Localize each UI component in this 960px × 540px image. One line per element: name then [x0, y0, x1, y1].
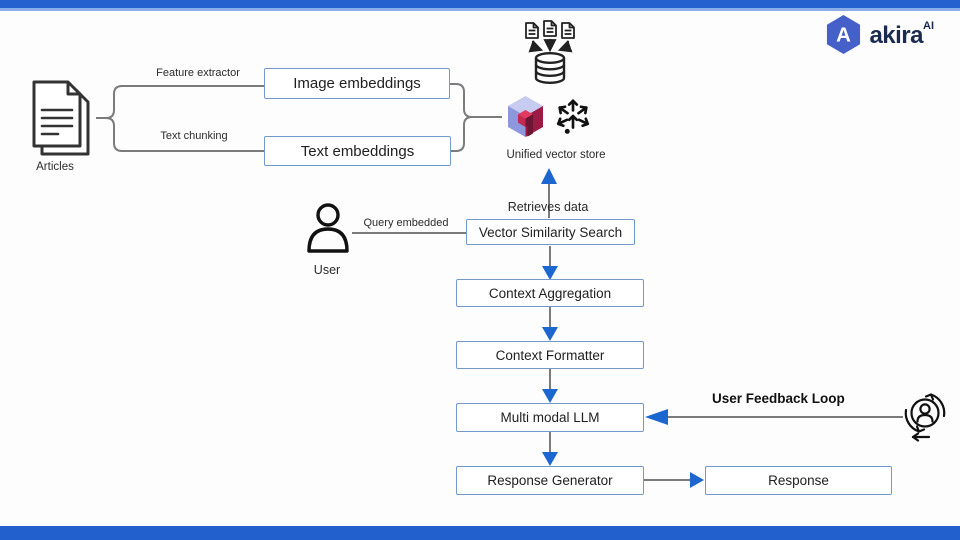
retrieves-data-label: Retrieves data: [507, 200, 589, 214]
feature-extractor-label: Feature extractor: [156, 67, 240, 79]
text-embeddings-box: Text embeddings: [264, 136, 451, 166]
text-chunking-label: Text chunking: [160, 130, 228, 142]
documents-to-database-icon: [525, 20, 575, 84]
logo-suffix: AI: [923, 20, 934, 32]
top-frame-bar-light: [0, 8, 960, 11]
user-label: User: [313, 263, 341, 277]
query-embedded-label: Query embedded: [363, 217, 449, 229]
logo-name: akira: [869, 22, 923, 49]
top-frame-bar: [0, 0, 960, 8]
bottom-frame-bar: [0, 526, 960, 540]
vector-points-icon: [555, 99, 591, 134]
akira-logo: A akiraAI: [825, 14, 934, 55]
hexagon-a-icon: A: [827, 15, 861, 54]
document-stack-icon: [32, 80, 90, 156]
image-embeddings-box: Image embeddings: [264, 68, 450, 99]
unified-vector-store-label: Unified vector store: [506, 149, 606, 161]
vector-store-cube-icon: [508, 96, 543, 137]
articles-label: Articles: [36, 161, 74, 173]
logo-wordmark: akiraAI: [869, 21, 934, 48]
user-refresh-cycle-icon: [904, 393, 946, 442]
response-box: Response: [705, 466, 892, 495]
user-feedback-loop-label: User Feedback Loop: [712, 391, 845, 406]
response-generator-box: Response Generator: [456, 466, 644, 495]
vector-similarity-search-box: Vector Similarity Search: [466, 219, 635, 245]
svg-text:A: A: [837, 23, 852, 46]
context-formatter-box: Context Formatter: [456, 341, 644, 369]
context-aggregation-box: Context Aggregation: [456, 279, 644, 307]
person-icon: [307, 203, 349, 253]
multi-modal-llm-box: Multi modal LLM: [456, 403, 644, 432]
